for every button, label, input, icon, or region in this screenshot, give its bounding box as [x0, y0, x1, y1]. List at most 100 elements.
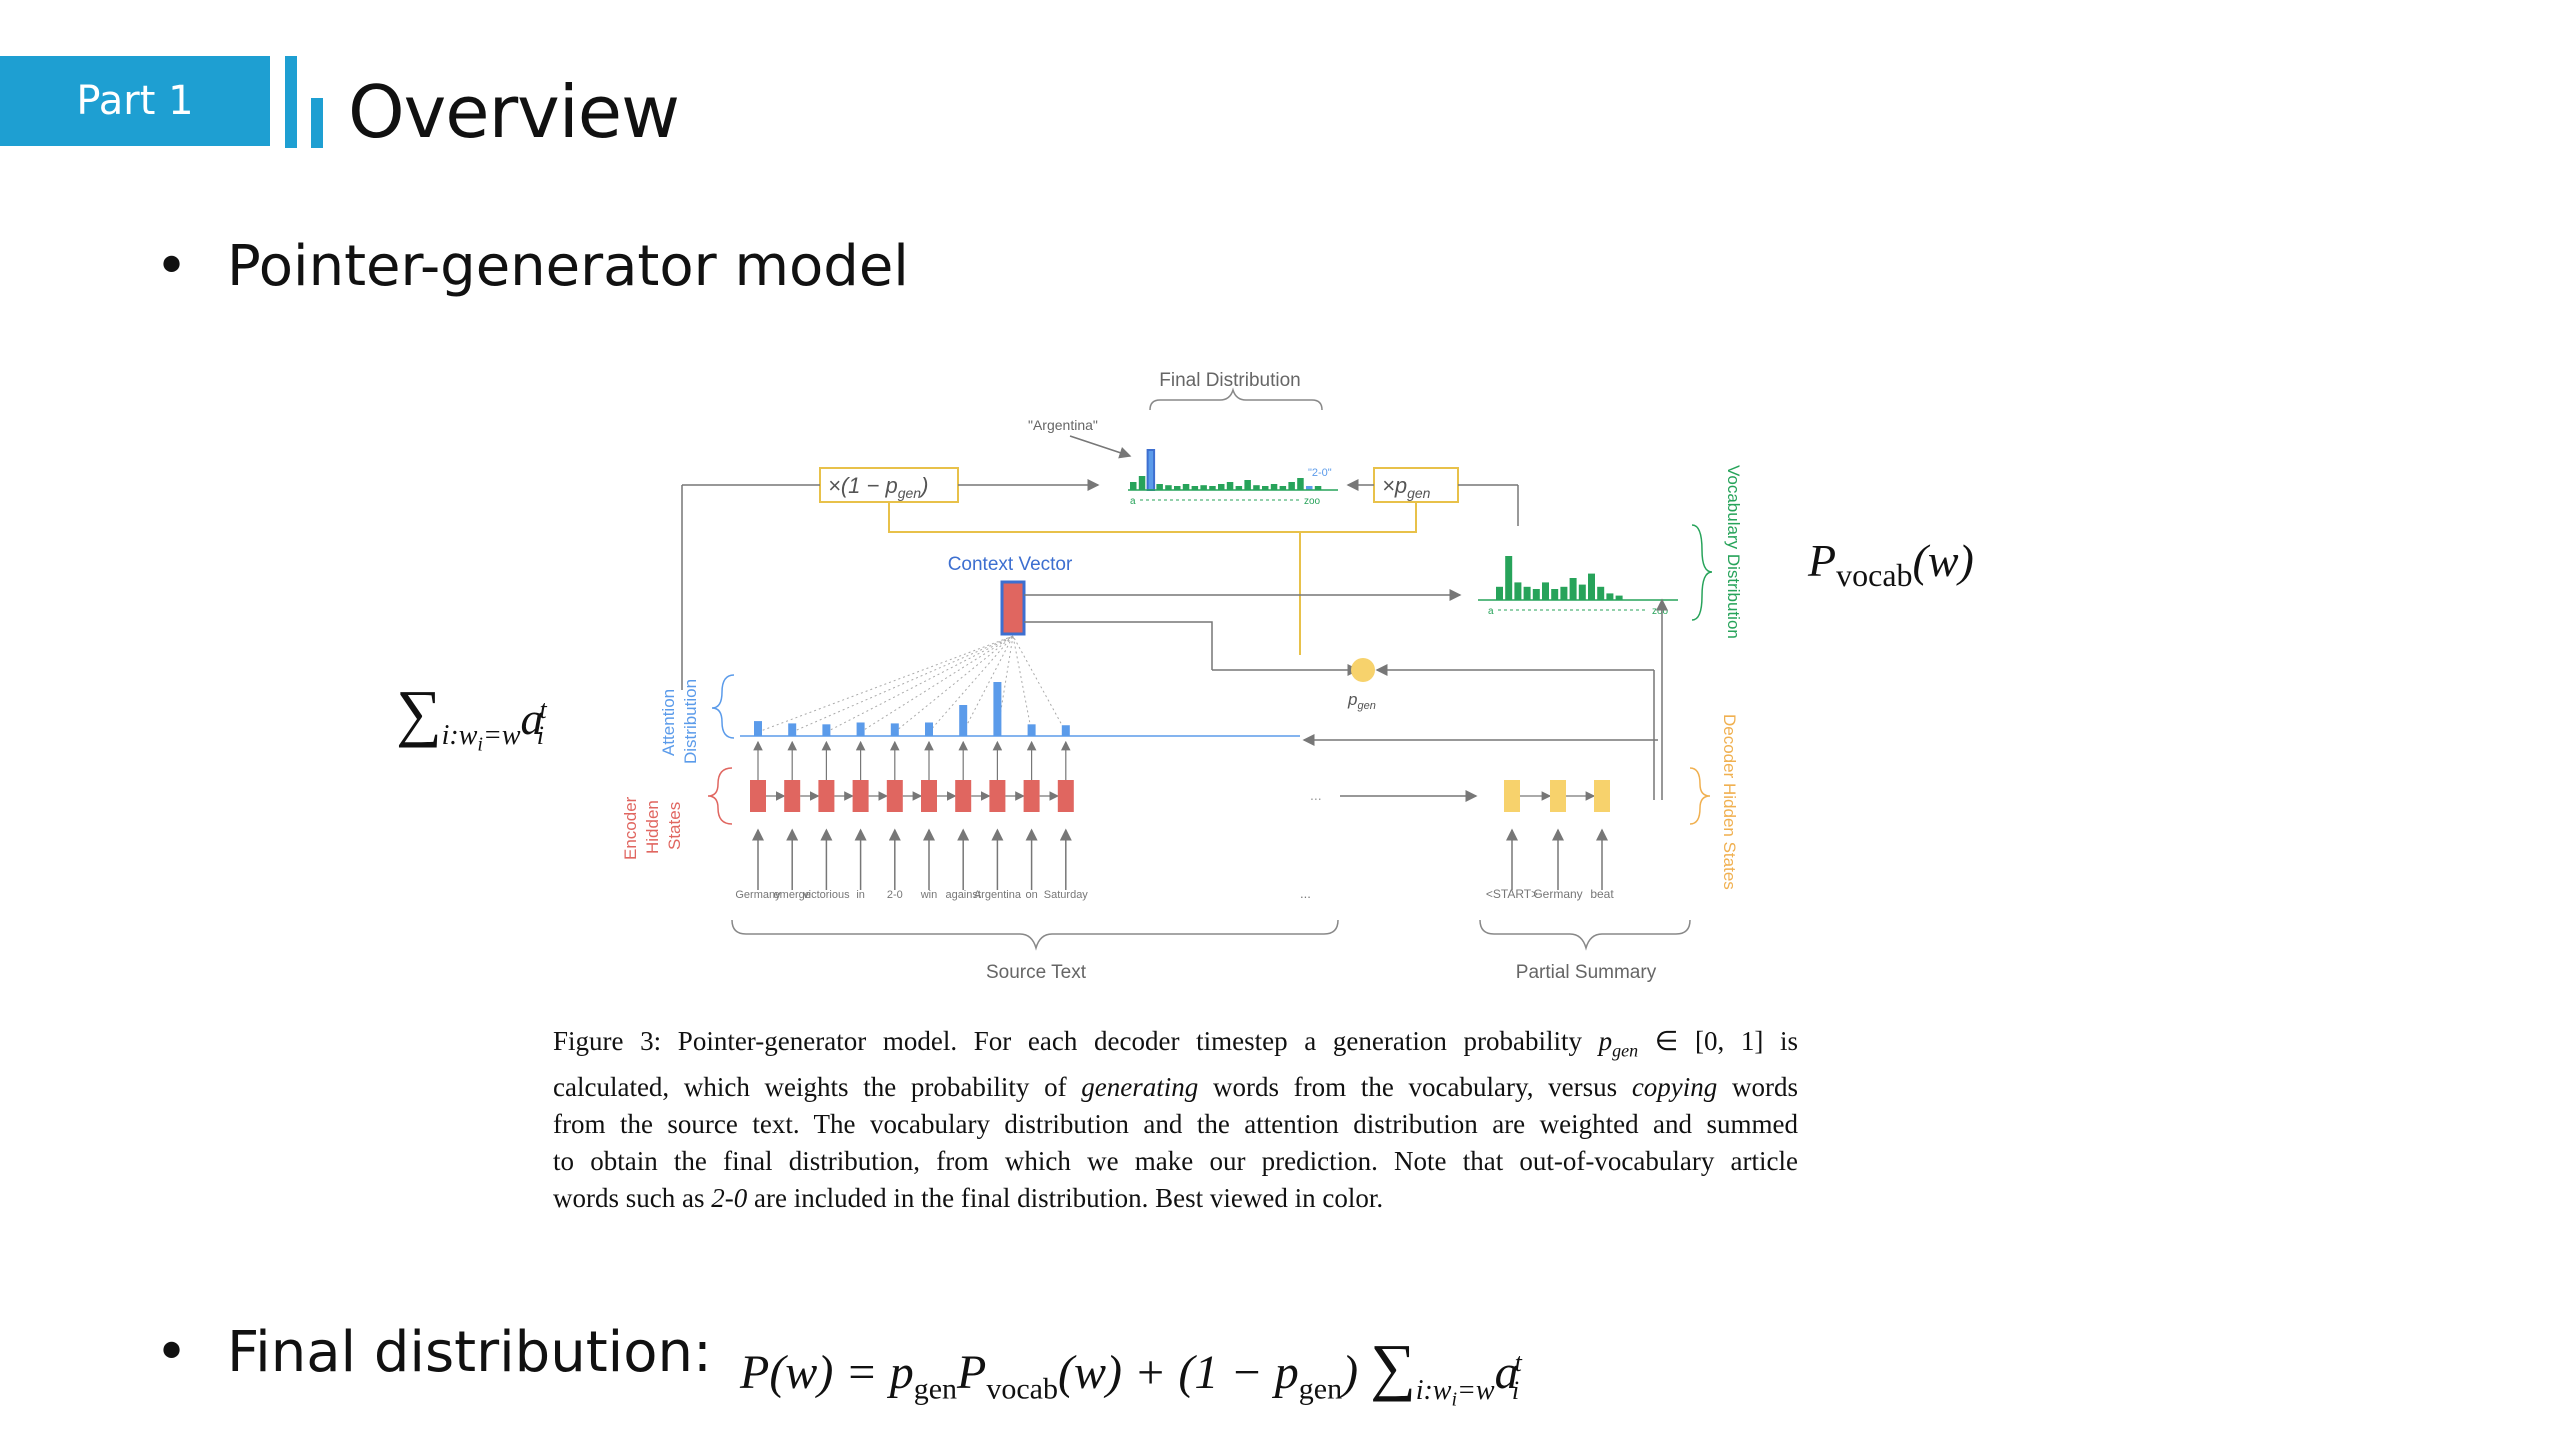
final-bar — [1156, 484, 1163, 490]
vocab-bar — [1606, 593, 1614, 600]
decoder-hidden-states-label: Decoder Hidden States — [1720, 714, 1739, 890]
summary-word: <START> — [1486, 887, 1538, 901]
final-bar — [1244, 480, 1251, 490]
vocab-bar — [1560, 586, 1568, 600]
source-words-ellipsis: ... — [1300, 886, 1311, 901]
vocab-bar — [1532, 589, 1540, 600]
final-bar — [1174, 486, 1181, 490]
source-word: emerge — [774, 889, 811, 901]
vocab-bar — [1514, 582, 1522, 600]
encoder-label-2: Hidden — [643, 800, 662, 854]
encoder-state — [1057, 780, 1074, 812]
attention-bar — [959, 705, 968, 736]
vocab-bar — [1597, 586, 1605, 600]
decoder-state — [1504, 780, 1520, 812]
vocabulary-distribution-bars — [1496, 556, 1623, 600]
vocab-bar — [1578, 584, 1586, 600]
encoder-hidden-states — [750, 740, 1074, 890]
attention-bar — [788, 723, 797, 736]
final-bar — [1253, 485, 1260, 490]
summary-word: beat — [1590, 887, 1614, 901]
decoder-state — [1550, 780, 1566, 812]
vocabulary-distribution-label: Vocabulary Distribution — [1724, 465, 1743, 639]
attention-bar — [925, 722, 933, 736]
summary-word: Germany — [1533, 887, 1582, 901]
attention-bar — [856, 722, 865, 736]
attention-bar — [993, 682, 1002, 736]
encoder-state — [852, 780, 869, 812]
decoder-hidden-states — [1504, 780, 1610, 890]
vocab-bar — [1496, 586, 1503, 600]
vocab-bar — [1542, 582, 1549, 600]
final-bar — [1218, 484, 1225, 490]
figure-caption: Figure 3: Pointer-generator model. For e… — [553, 1026, 1799, 1214]
final-bar — [1200, 485, 1207, 490]
part-label: Part 1 — [76, 78, 194, 124]
final-bar — [1297, 478, 1304, 490]
svg-text:pgen: pgen — [1347, 690, 1376, 712]
source-word: victorious — [803, 889, 850, 901]
final-bar — [1138, 476, 1146, 490]
summary-words: <START>Germany beat — [1486, 887, 1614, 901]
vocab-axis-a: a — [1488, 606, 1494, 617]
encoder-state — [750, 780, 766, 812]
encoder-label-3: States — [665, 802, 684, 850]
attention-bar — [754, 721, 762, 736]
formula-final-distribution: P(w) = pgenPvocab(w) + (1 − pgen) ∑i:wi=… — [740, 1331, 1522, 1411]
vocab-bar — [1505, 556, 1513, 600]
source-word: on — [1025, 889, 1037, 901]
one-minus-pgen-box — [819, 467, 959, 503]
final-axis-zoo: zoo — [1304, 496, 1321, 507]
formula-pvocab: Pvocab(w) — [1808, 535, 1974, 594]
encoder-state — [1023, 780, 1040, 812]
final-distribution-label: Final Distribution — [1159, 370, 1301, 391]
source-word: Germany — [735, 889, 781, 901]
final-bar — [1306, 486, 1313, 490]
vocab-axis-zoo: zoo — [1652, 606, 1669, 617]
final-bar — [1165, 485, 1172, 490]
source-word: Saturday — [1044, 889, 1089, 901]
vocab-bar — [1588, 573, 1595, 600]
attention-bar — [1061, 725, 1070, 736]
source-word: in — [856, 889, 865, 901]
encoder-state — [921, 780, 937, 812]
source-word: 2-0 — [887, 889, 903, 901]
vocab-bar — [1551, 589, 1559, 600]
attention-bar — [1027, 724, 1036, 736]
source-word: Argentina — [974, 889, 1022, 901]
argentina-quote: "Argentina" — [1028, 417, 1098, 433]
attention-distribution-label-2: Distribution — [681, 679, 700, 764]
final-bar — [1130, 482, 1137, 490]
svg-text:×(1 − pgen): ×(1 − pgen) — [828, 473, 928, 501]
encoder-state — [955, 780, 972, 812]
attention-distribution-bars — [754, 682, 1070, 736]
attention-bar — [822, 724, 831, 736]
vocab-bar — [1523, 586, 1531, 600]
encoder-label-1: Encoder — [621, 796, 640, 860]
svg-text:×pgen: ×pgen — [1382, 473, 1431, 501]
encoder-state — [886, 780, 903, 812]
final-bar — [1226, 482, 1234, 490]
pointer-generator-diagram: Final Distribution "Argentina" "2-0" a z… — [621, 370, 1743, 983]
attention-connectors — [757, 635, 1067, 733]
attention-distribution-label-1: Attention — [659, 689, 678, 756]
final-distribution-bars — [1130, 449, 1322, 491]
final-bar — [1314, 486, 1322, 490]
final-bar — [1209, 486, 1216, 490]
page-title: Overview — [348, 70, 680, 154]
final-axis-a: a — [1130, 496, 1136, 507]
final-bar — [1270, 484, 1278, 490]
attention-bar — [890, 723, 899, 736]
final-bar — [1262, 486, 1269, 490]
source-word: against — [945, 889, 980, 901]
pgen-node — [1351, 658, 1375, 682]
vocab-bar — [1569, 578, 1577, 600]
vocab-bar — [1615, 595, 1623, 600]
source-word: win — [920, 889, 938, 901]
final-bar — [1191, 486, 1199, 490]
final-bar — [1182, 484, 1190, 490]
source-ellipsis: ... — [1310, 787, 1322, 803]
formula-attention-sum: ∑i:wi=wati — [396, 677, 547, 756]
final-bar — [1288, 482, 1295, 490]
